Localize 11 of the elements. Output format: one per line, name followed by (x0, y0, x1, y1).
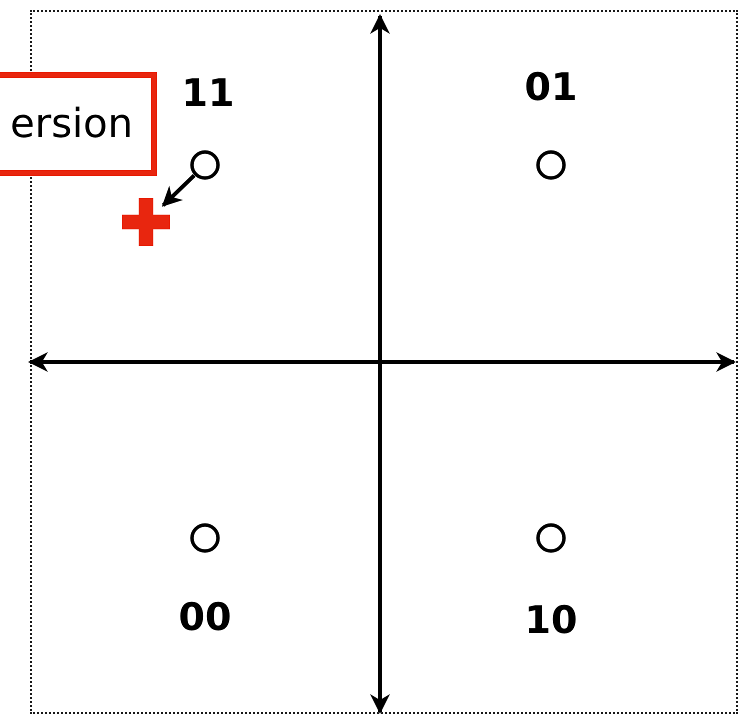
label-box: ersion (0, 72, 157, 176)
constellation-point (190, 150, 220, 180)
bit-label: 00 (178, 598, 232, 636)
cross-marker (122, 198, 170, 246)
constellation-point (536, 150, 566, 180)
bit-label: 11 (182, 74, 234, 112)
bit-label: 10 (524, 601, 578, 639)
bit-label: 01 (524, 68, 578, 106)
constellation-point (190, 523, 220, 553)
arrow (162, 174, 196, 207)
constellation-point (536, 523, 566, 553)
